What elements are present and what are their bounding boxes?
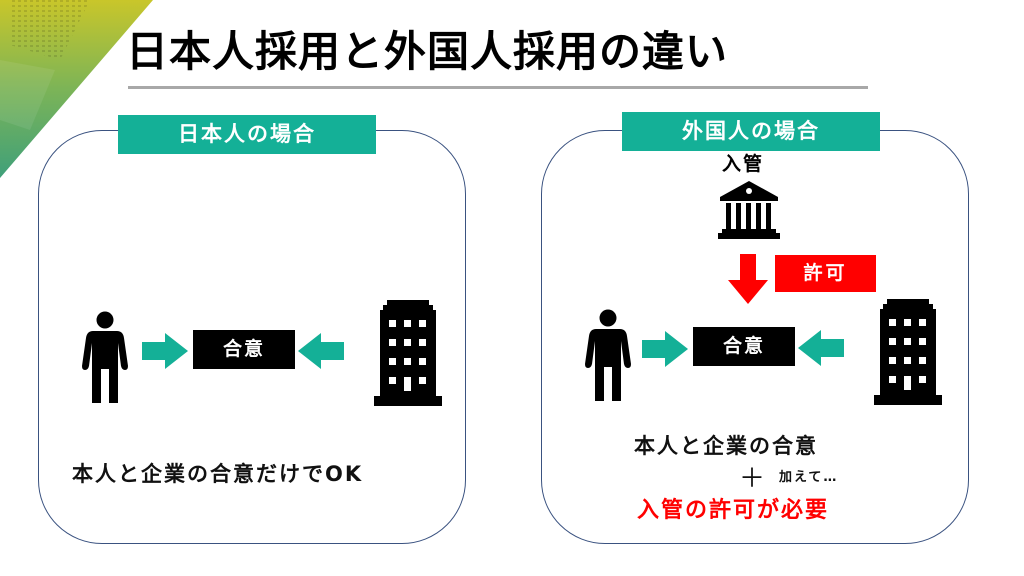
arrow-right-icon bbox=[142, 333, 188, 369]
japanese-case-caption: 本人と企業の合意だけでOK bbox=[72, 462, 364, 486]
arrow-right-icon bbox=[642, 331, 688, 367]
person-icon bbox=[82, 311, 128, 403]
government-building-icon bbox=[718, 181, 780, 239]
agreement-box: 合意 bbox=[693, 327, 795, 366]
immigration-bureau-label: 入管 bbox=[722, 153, 765, 175]
office-building-icon bbox=[874, 299, 942, 405]
arrow-left-icon bbox=[298, 333, 344, 369]
arrow-left-icon bbox=[798, 330, 844, 366]
foreign-case-tag: 外国人の場合 bbox=[622, 112, 880, 151]
arrow-down-icon bbox=[728, 254, 768, 304]
person-icon bbox=[585, 309, 631, 401]
title-underline bbox=[128, 86, 868, 89]
foreign-case-caption: 本人と企業の合意 bbox=[634, 434, 818, 458]
permit-label: 許可 bbox=[775, 255, 876, 292]
agreement-box: 合意 bbox=[193, 330, 295, 369]
japanese-case-tag: 日本人の場合 bbox=[118, 115, 376, 154]
office-building-icon bbox=[374, 300, 442, 406]
addition-note: 加えて… bbox=[779, 470, 839, 485]
permit-requirement-caption: 入管の許可が必要 bbox=[637, 498, 830, 523]
corner-photo-decoration bbox=[0, 0, 153, 178]
plus-symbol: ＋ bbox=[739, 464, 766, 494]
slide-title: 日本人採用と外国人採用の違い bbox=[126, 27, 729, 76]
